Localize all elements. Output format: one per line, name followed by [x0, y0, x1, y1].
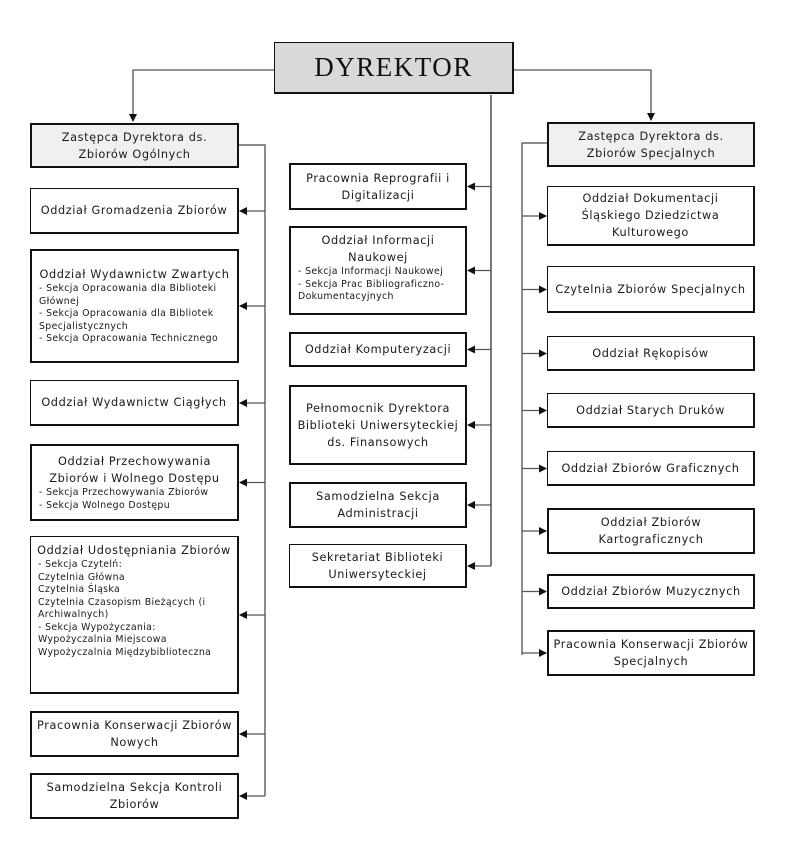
middle-unit: Oddział Komputeryzacji — [289, 332, 467, 367]
connector-director-right-deputy — [514, 69, 655, 121]
box-sections: - Sekcja Czytelń: Czytelnia Główna Czyte… — [35, 559, 233, 659]
connector-right-trunk — [521, 142, 547, 655]
right-unit: Oddział Rękopisów — [547, 336, 755, 371]
left-unit: Oddział Wydawnictw Ciągłych — [30, 380, 239, 426]
box-title: Oddział Udostępniania Zbiorów — [37, 544, 231, 557]
section-line: Czytelnia Śląska — [38, 584, 121, 595]
section-line: - Sekcja Prac Bibliograficzno-Dokumentac… — [298, 278, 445, 303]
middle-unit: Pełnomocnik Dyrektora Biblioteki Uniwers… — [289, 385, 467, 465]
middle-unit: Pracownia Reprografii i Digitalizacji — [289, 163, 467, 210]
middle-unit: Sekretariat Biblioteki Uniwersyteckiej — [289, 544, 467, 588]
section-line: - Sekcja Wolnego Dostępu — [39, 499, 171, 511]
box-title: Czytelnia Zbiorów Specjalnych — [555, 282, 746, 296]
box-title: Zastępca Dyrektora ds. Zbiorów Ogólnych — [61, 130, 208, 161]
box-title: Oddział Starych Druków — [576, 403, 725, 417]
box-sections: - Sekcja Przechowywania Zbiorów - Sekcja… — [36, 487, 233, 512]
box-title: Oddział Informacji Naukowej — [321, 234, 435, 264]
section-line: Wypożyczalnia Miejscowa — [38, 634, 167, 645]
section-line: Czytelnia Czasopism Bieżących (i Archiwa… — [38, 596, 206, 621]
connector-director-left-deputy — [129, 69, 274, 122]
section-line: - Sekcja Czytelń: — [38, 559, 123, 570]
right-unit: Oddział Zbiorów Graficznych — [547, 451, 755, 486]
box-title: Samodzielna Sekcja Kontroli Zbiorów — [46, 781, 223, 811]
deputy-general-collections: Zastępca Dyrektora ds. Zbiorów Ogólnych — [30, 123, 239, 168]
left-unit: Samodzielna Sekcja Kontroli Zbiorów — [30, 773, 239, 819]
right-unit: Czytelnia Zbiorów Specjalnych — [547, 266, 755, 313]
right-unit: Oddział Starych Druków — [547, 393, 755, 428]
section-line: - Sekcja Opracowania dla Bibliotek Specj… — [39, 308, 214, 332]
right-unit: Oddział Dokumentacji Śląskiego Dziedzict… — [547, 186, 755, 246]
right-unit: Oddział Zbiorów Kartograficznych — [547, 508, 755, 554]
box-title: Oddział Komputeryzacji — [304, 343, 452, 356]
box-title: Oddział Gromadzenia Zbiorów — [40, 204, 228, 217]
box-title: Pracownia Konserwacji Zbiorów Specjalnyc… — [553, 638, 749, 668]
box-title: Pracownia Reprografii i Digitalizacji — [306, 171, 450, 202]
box-title: Pełnomocnik Dyrektora Biblioteki Uniwers… — [297, 401, 459, 449]
box-title: Pracownia Konserwacji Zbiorów Nowych — [37, 719, 232, 749]
box-title: Oddział Wydawnictw Zwartych — [39, 268, 230, 282]
left-unit: Oddział Przechowywania Zbiorów i Wolnego… — [30, 444, 239, 521]
left-unit: Oddział Wydawnictw Zwartych - Sekcja Opr… — [30, 249, 239, 363]
box-title: Oddział Zbiorów Graficznych — [561, 461, 740, 475]
box-title: Oddział Zbiorów Muzycznych — [561, 585, 741, 598]
box-title: Oddział Przechowywania Zbiorów i Wolnego… — [49, 455, 220, 485]
section-line: - Sekcja Przechowywania Zbiorów — [39, 487, 209, 498]
connector-left-trunk — [239, 144, 266, 796]
middle-unit: Samodzielna Sekcja Administracji — [289, 482, 467, 528]
box-sections: - Sekcja Informacji Naukowej - Sekcja Pr… — [295, 266, 461, 304]
director-box: DYREKTOR — [274, 42, 514, 94]
section-line: - Sekcja Wypożyczania: — [38, 621, 156, 633]
left-unit: Pracownia Konserwacji Zbiorów Nowych — [30, 711, 239, 757]
box-title: Oddział Dokumentacji Śląskiego Dziedzict… — [581, 192, 720, 239]
left-unit: Oddział Udostępniania Zbiorów - Sekcja C… — [30, 536, 239, 694]
box-title: Sekretariat Biblioteki Uniwersyteckiej — [311, 550, 444, 581]
section-line: Wypożyczalnia Międzybiblioteczna — [38, 646, 212, 658]
section-line: - Sekcja Opracowania dla Biblioteki Głów… — [39, 283, 217, 307]
box-title: Oddział Wydawnictw Ciągłych — [41, 396, 227, 409]
box-title: Oddział Rękopisów — [592, 346, 709, 360]
middle-unit: Oddział Informacji Naukowej - Sekcja Inf… — [289, 226, 467, 315]
section-line: Czytelnia Główna — [38, 571, 125, 583]
left-unit: Oddział Gromadzenia Zbiorów — [30, 188, 239, 234]
box-title: Zastępca Dyrektora ds. Zbiorów Specjalny… — [578, 129, 724, 160]
director-label: DYREKTOR — [314, 52, 473, 82]
box-sections: - Sekcja Opracowania dla Biblioteki Głów… — [36, 283, 233, 346]
box-title: Samodzielna Sekcja Administracji — [316, 490, 440, 520]
deputy-special-collections: Zastępca Dyrektora ds. Zbiorów Specjalny… — [547, 122, 755, 167]
right-unit: Oddział Zbiorów Muzycznych — [547, 574, 755, 609]
section-line: - Sekcja Opracowania Technicznego — [39, 333, 219, 345]
section-line: - Sekcja Informacji Naukowej — [298, 266, 444, 277]
box-title: Oddział Zbiorów Kartograficznych — [598, 516, 704, 546]
right-unit: Pracownia Konserwacji Zbiorów Specjalnyc… — [547, 630, 755, 676]
